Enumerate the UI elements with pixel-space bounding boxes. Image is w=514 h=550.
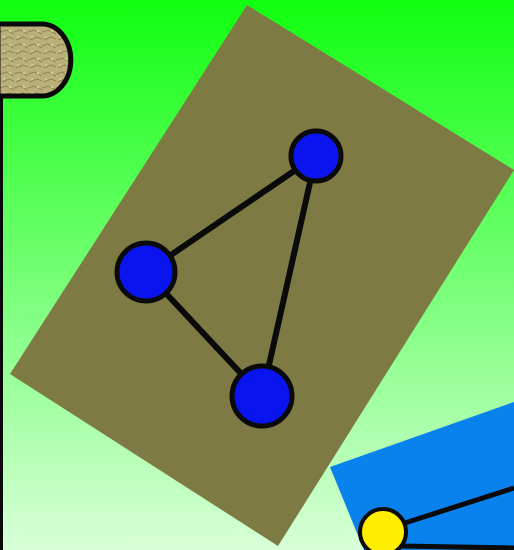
back-button-icon[interactable] xyxy=(0,24,71,96)
graph-node-left[interactable] xyxy=(117,243,175,301)
graph-node-yellow[interactable] xyxy=(360,509,406,550)
graph-node-bottom[interactable] xyxy=(232,366,292,426)
graph-node-top[interactable] xyxy=(291,131,341,181)
next-card-edge xyxy=(400,546,514,548)
